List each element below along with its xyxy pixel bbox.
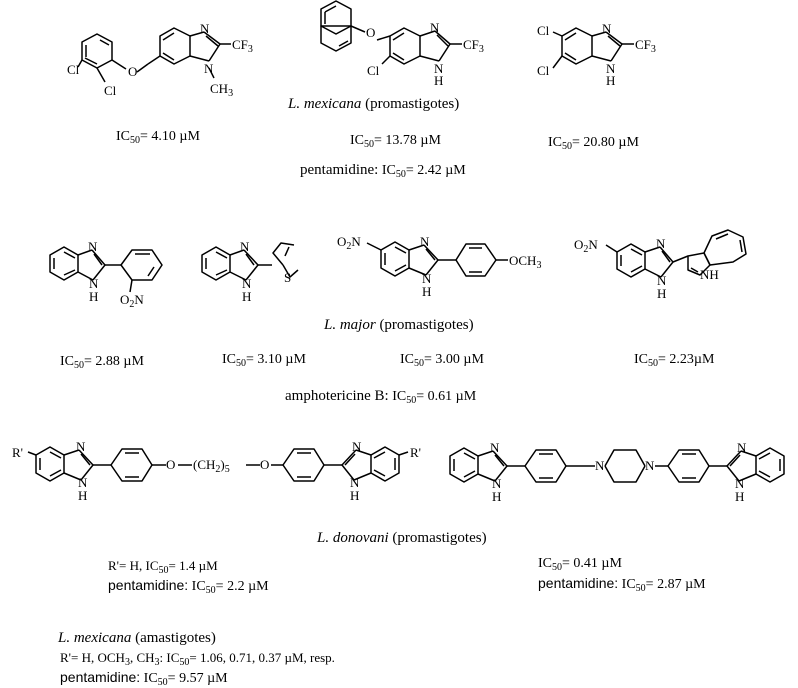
atom-n: N (430, 20, 440, 35)
atom-h: H (606, 73, 616, 88)
ic50-value: R'= H, IC50= 1.4 µM (108, 558, 218, 576)
structure-naphthyloxy-benzimidazole (320, 0, 462, 65)
structure-nitrophenyl-benzimidazole (49, 246, 163, 293)
structure-nitro-methoxyphenyl-benzimidazole (366, 241, 508, 277)
reference-drug-ic50: pentamidine: IC50= 9.57 µM (60, 669, 228, 688)
ic50-value: IC50= 3.10 µM (222, 352, 306, 369)
atom-nh: NH (700, 267, 719, 282)
atom-n: N (606, 61, 616, 76)
atom-n: N (240, 239, 250, 254)
section-title-mexicana-promastigotes: L. mexicana (promastigotes) (288, 96, 460, 112)
atom-o: O (128, 64, 138, 79)
atom-o2n: O2N (337, 234, 361, 252)
atom-n: N (88, 239, 98, 254)
atom-n: N (737, 440, 747, 455)
atom-ch3: CH3 (210, 81, 234, 99)
reference-drug-ic50: amphotericine B: IC50= 0.61 µM (285, 388, 477, 406)
atom-n: N (420, 234, 430, 249)
atom-n: N (204, 61, 214, 76)
ic50-value: IC50= 2.88 µM (60, 354, 144, 371)
atom-n: N (434, 61, 444, 76)
reference-drug-ic50: pentamidine: IC50= 2.2 µM (108, 577, 269, 596)
atom-n: N (595, 458, 605, 473)
ic50-value: IC50= 0.41 µM (538, 556, 622, 573)
section-title-major-promastigotes: L. major (promastigotes) (324, 317, 474, 333)
reference-drug-ic50: pentamidine: IC50= 2.42 µM (300, 162, 466, 180)
atom-h: H (434, 73, 444, 88)
atom-o: O (366, 25, 376, 40)
structure-thienyl-benzimidazole (201, 242, 299, 281)
ic50-value: IC50= 4.10 µM (116, 129, 200, 146)
ic50-value: IC50= 3.00 µM (400, 352, 484, 369)
atom-r-prime: R' (12, 445, 24, 460)
atom-s: S (284, 270, 292, 285)
atom-och3: OCH3 (509, 253, 542, 271)
structure-nitro-indolyl-benzimidazole (605, 229, 747, 278)
atom-cl: Cl (67, 62, 80, 77)
structure-bis-benzimidazole-pentyloxy-linker (27, 446, 409, 482)
atom-cf3: CF3 (635, 37, 656, 55)
atom-n: N (200, 21, 210, 36)
atom-cl: Cl (104, 83, 117, 98)
pentyl-chain: (CH2)5 (193, 457, 230, 475)
atom-cf3: CF3 (232, 37, 253, 55)
atom-o2n: O2N (120, 292, 144, 310)
atom-r-prime: R' (410, 445, 422, 460)
atom-o2n: O2N (574, 237, 598, 255)
atom-n: N (602, 21, 612, 36)
reference-drug-ic50: pentamidine: IC50= 2.87 µM (538, 575, 706, 594)
structure-dichlorophenoxy-benzimidazole (77, 27, 231, 83)
ic50-value: IC50= 13.78 µM (350, 133, 441, 150)
atom-cl: Cl (537, 63, 550, 78)
ic50-value: IC50= 20.80 µM (548, 135, 639, 152)
atom-o: O (166, 457, 176, 472)
atom-n: N (645, 458, 655, 473)
atom-n: N (656, 236, 666, 251)
section-title-donovani-promastigotes: L. donovani (promastigotes) (317, 530, 487, 546)
structure-dichloro-benzimidazole (552, 27, 634, 69)
atom-o: O (260, 457, 270, 472)
atom-cl: Cl (537, 23, 550, 38)
structure-bis-benzimidazole-piperazine-linker (449, 447, 785, 483)
atom-n: N (76, 439, 86, 454)
ic50-value: R'= H, OCH3, CH3: IC50= 1.06, 0.71, 0.37… (60, 650, 335, 668)
atom-cf3: CF3 (463, 37, 484, 55)
ic50-value: IC50= 2.23µM (634, 352, 715, 369)
section-title-mexicana-amastigotes: L. mexicana (amastigotes) (58, 630, 216, 646)
atom-n: N (352, 439, 362, 454)
atom-n: N (490, 440, 500, 455)
atom-cl: Cl (367, 63, 380, 78)
